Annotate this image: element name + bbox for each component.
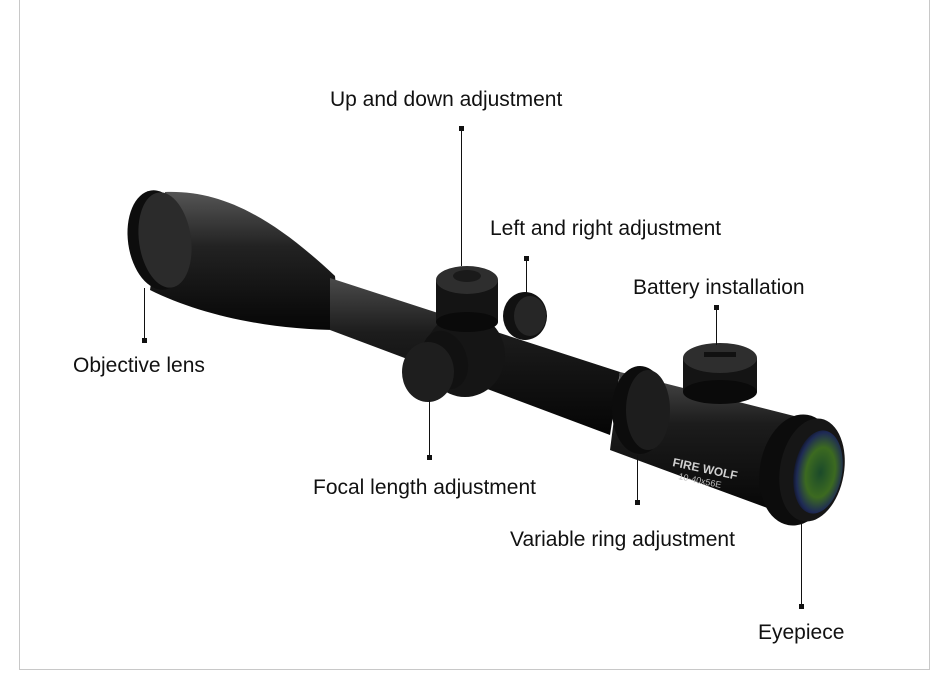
label-objective-lens: Objective lens: [73, 354, 205, 377]
label-up-down-adjustment: Up and down adjustment: [330, 88, 563, 111]
leader-line-up-down: [461, 128, 462, 266]
leader-dot-objective: [142, 338, 147, 343]
leader-line-variable-ring: [637, 455, 638, 502]
battery-turret: [683, 343, 757, 404]
leader-dot-variable-ring: [635, 500, 640, 505]
label-focal-length-adjustment: Focal length adjustment: [313, 476, 536, 499]
windage-turret: [503, 292, 547, 340]
focal-knob: [402, 330, 469, 402]
leader-line-left-right: [526, 258, 527, 294]
eyepiece-lens: [759, 414, 845, 526]
leader-dot-focal: [427, 455, 432, 460]
objective-bell: [127, 190, 340, 330]
leader-line-focal: [429, 400, 430, 457]
elevation-turret: [436, 266, 498, 332]
leader-line-eyepiece: [801, 520, 802, 606]
image-frame: [19, 0, 930, 670]
leader-dot-eyepiece: [799, 604, 804, 609]
leader-line-objective: [144, 288, 145, 340]
label-battery-installation: Battery installation: [633, 276, 805, 299]
label-eyepiece: Eyepiece: [758, 621, 845, 644]
leader-line-battery: [716, 307, 717, 345]
label-variable-ring-adjustment: Variable ring adjustment: [510, 528, 735, 551]
label-left-right-adjustment: Left and right adjustment: [490, 217, 722, 240]
